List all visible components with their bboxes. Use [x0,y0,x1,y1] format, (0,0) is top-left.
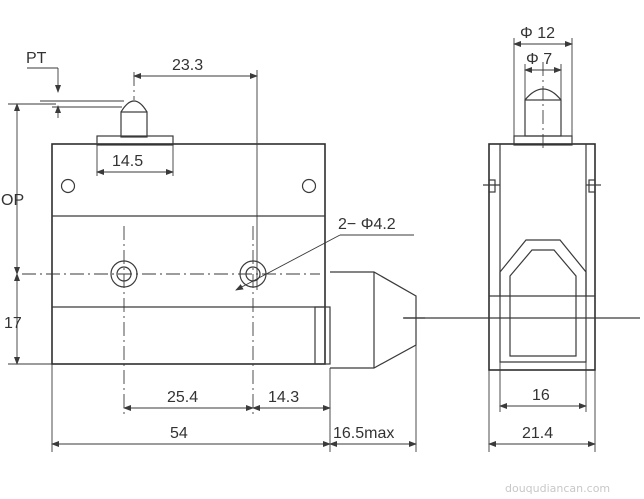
plunger-head [120,100,148,113]
label-op: OP [1,192,24,209]
corner-hole-left [60,178,76,194]
label-phi-7: Φ 7 [526,51,552,68]
plunger-base [96,135,174,146]
label-23-3: 23.3 [172,57,203,74]
label-14-3: 14.3 [268,389,299,406]
cable-gland-outline [330,271,417,369]
gland-collar [314,306,331,365]
label-14-5: 14.5 [112,153,143,170]
side-gland-outer [499,239,587,363]
label-17: 17 [4,315,22,332]
label-21-4: 21.4 [522,425,553,442]
dimension-labels: PT OP 17 23.3 14.5 2− Φ4.2 25.4 14.3 54 … [1,25,555,442]
corner-hole-right [301,178,317,194]
side-view-dimensions [488,38,596,452]
label-hole-spec: 2− Φ4.2 [338,216,396,233]
plunger-stem [120,111,148,138]
side-tab-left [488,179,496,193]
label-25-4: 25.4 [167,389,198,406]
label-pt: PT [26,50,47,67]
label-16-5max: 16.5max [333,425,394,442]
label-16: 16 [532,387,550,404]
front-view [22,72,425,414]
side-body-outline [488,143,596,371]
side-tab-right [588,179,596,193]
label-phi-12: Φ 12 [520,25,555,42]
switch-body-outline [51,143,326,365]
watermark-text: douqudiancan.com [505,482,610,495]
side-gland-inner [509,249,577,357]
label-54: 54 [170,425,188,442]
front-view-dimensions [8,67,417,452]
side-view [404,62,640,371]
